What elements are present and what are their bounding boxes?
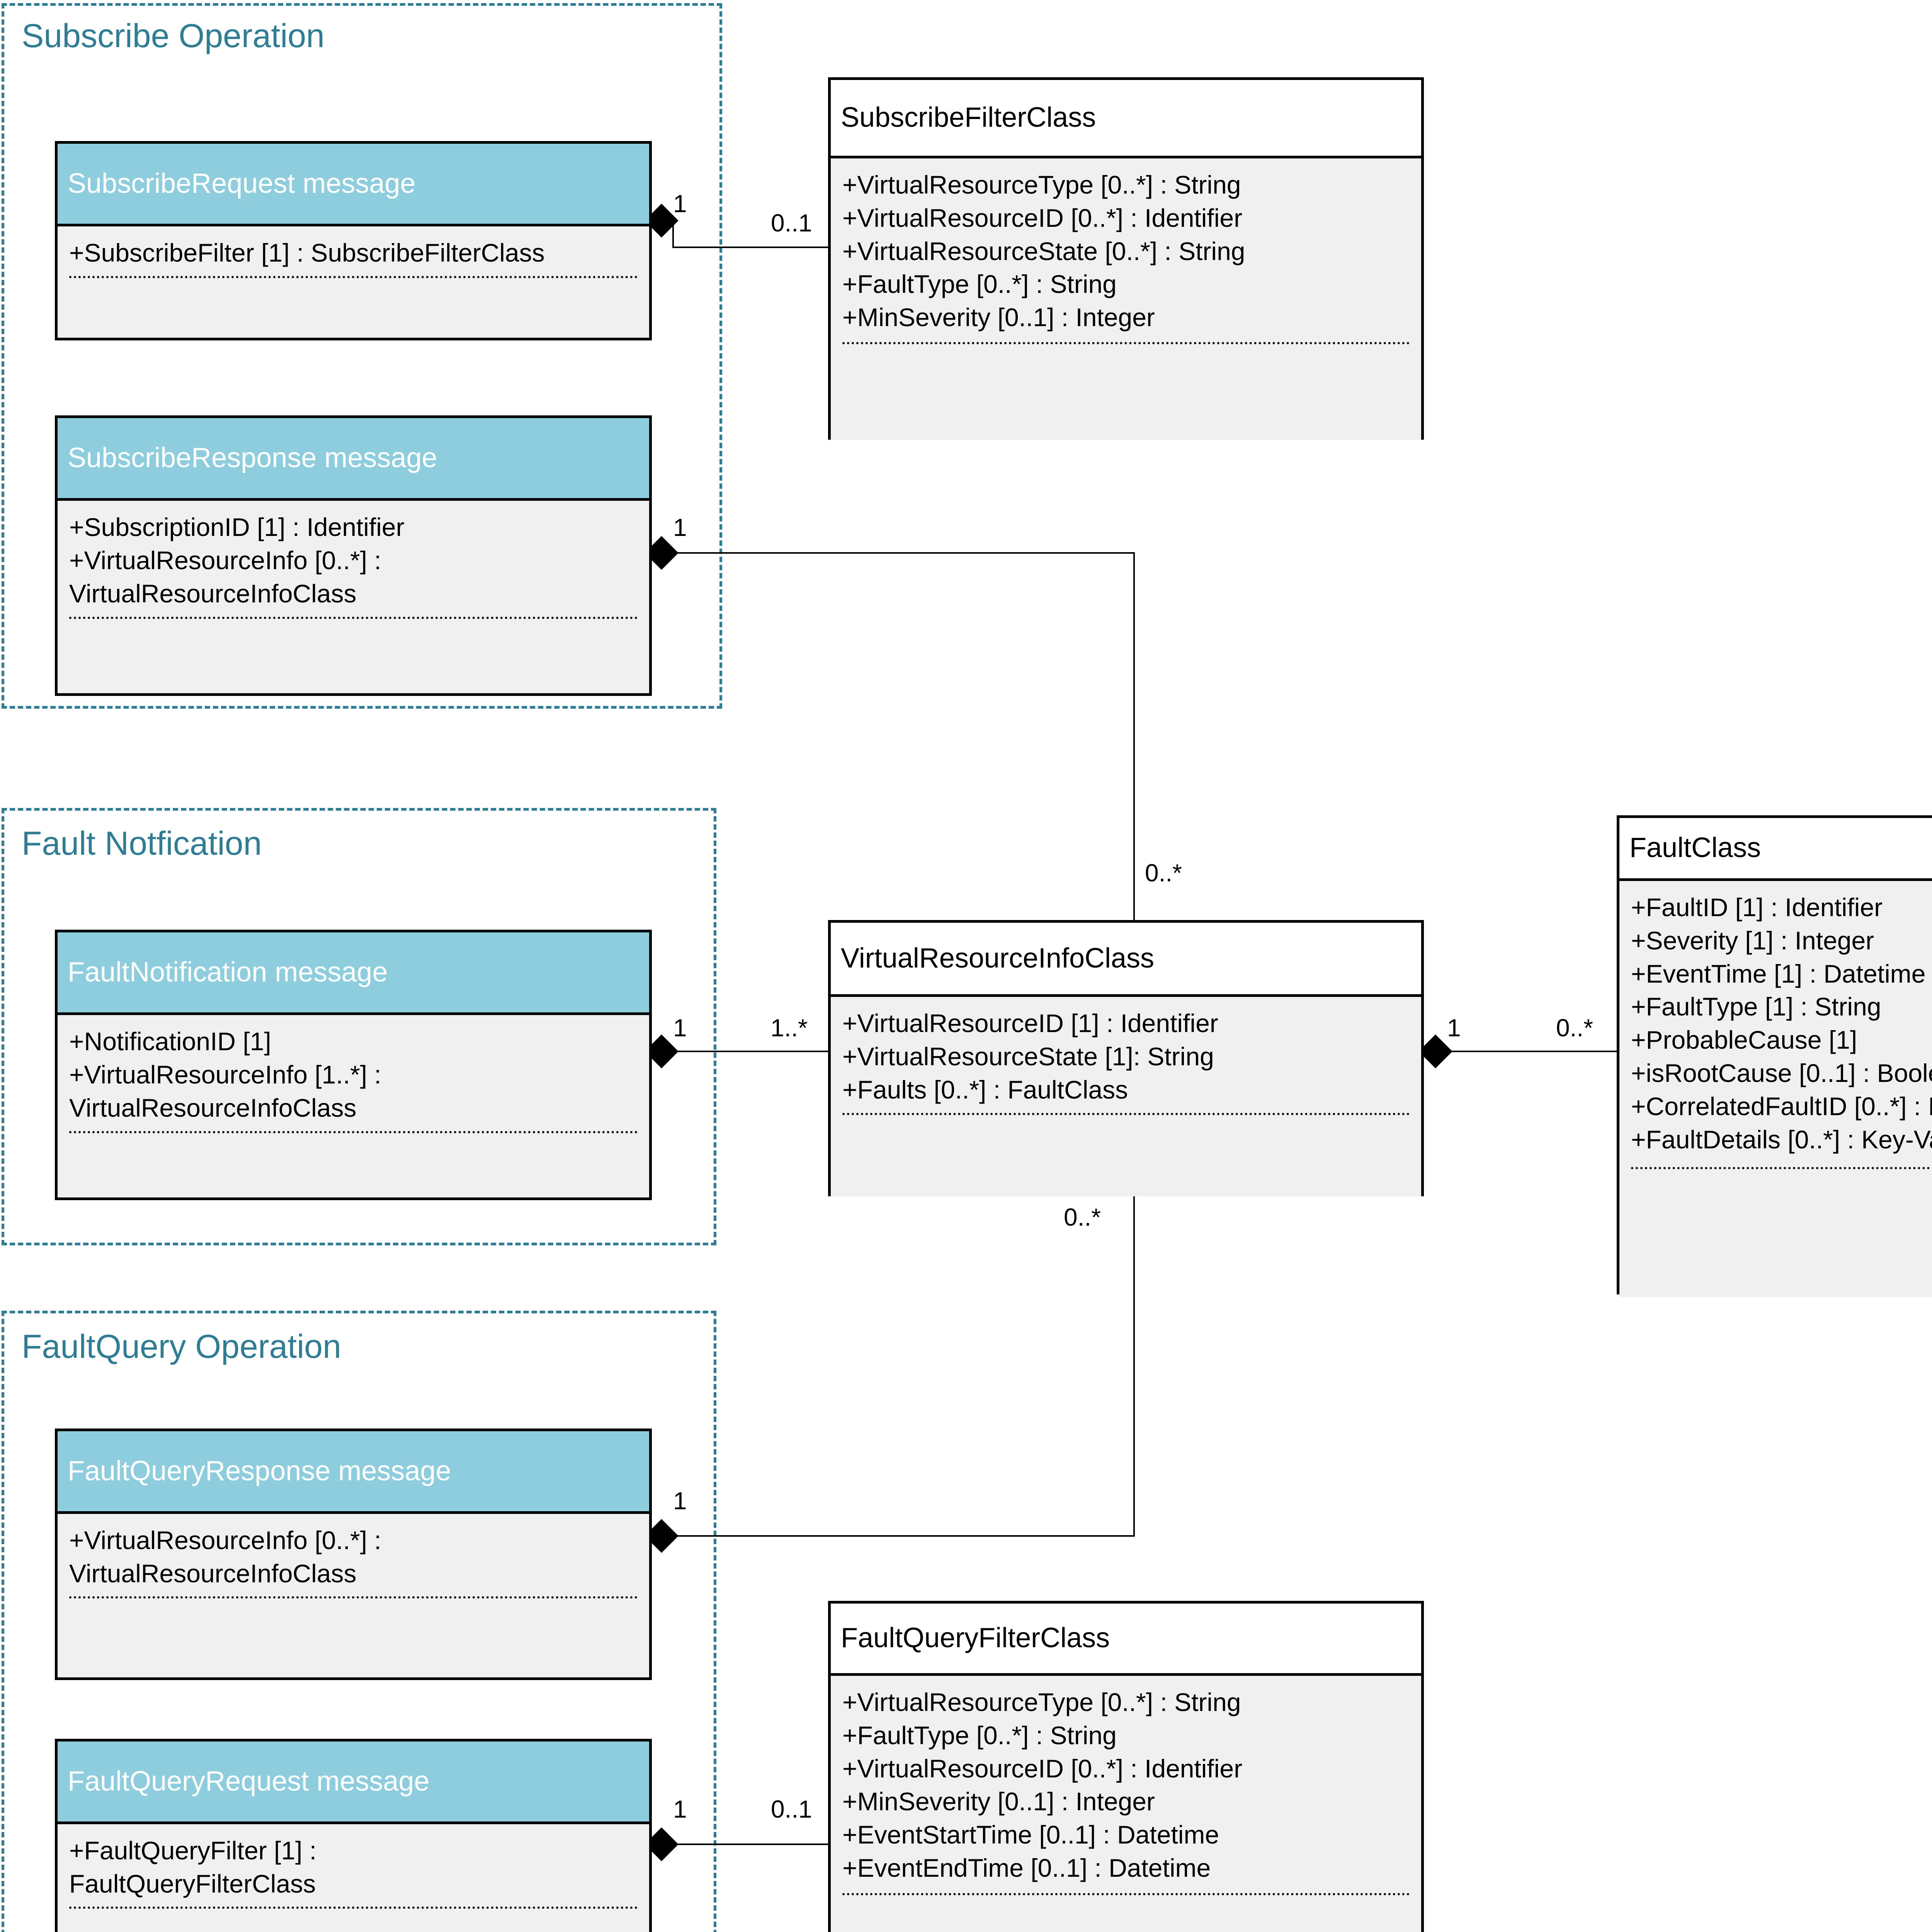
attribute-row: VirtualResourceInfoClass bbox=[69, 579, 357, 608]
multiplicity-assoc5-target: 0..* bbox=[1064, 1203, 1101, 1231]
multiplicity-assoc2-target: 0..* bbox=[1145, 859, 1182, 887]
multiplicity-assoc5-source: 1 bbox=[673, 1487, 687, 1515]
uml-box-subscribe-response[interactable]: SubscribeResponse message +SubscriptionI… bbox=[55, 415, 652, 696]
attribute-row: +VirtualResourceID [1] : Identifier bbox=[842, 1009, 1218, 1037]
attribute-row: +VirtualResourceID [0..*] : Identifier bbox=[842, 203, 1243, 232]
uml-box-fault-notification[interactable]: FaultNotification message +NotificationI… bbox=[55, 930, 652, 1200]
connector-assoc1-vertical bbox=[672, 220, 674, 247]
attribute-row: +VirtualResourceInfo [0..*] : bbox=[69, 1526, 381, 1554]
attribute-row: +MinSeverity [0..1] : Integer bbox=[842, 1787, 1155, 1816]
uml-body-subscribe-filter-class: +VirtualResourceType [0..*] : String +Vi… bbox=[831, 158, 1421, 440]
attribute-row: +FaultDetails [0..*] : Key-Value pairs bbox=[1631, 1125, 1932, 1154]
uml-header-virtual-resource-info-class: VirtualResourceInfoClass bbox=[831, 923, 1421, 997]
connector-assoc3-horizontal bbox=[672, 1051, 828, 1052]
compartment-separator bbox=[69, 276, 638, 278]
compartment-separator bbox=[69, 1596, 638, 1599]
compartment-separator bbox=[69, 1906, 638, 1909]
uml-header-fault-query-request: FaultQueryRequest message bbox=[58, 1742, 649, 1824]
multiplicity-assoc2-source: 1 bbox=[673, 514, 687, 541]
uml-body-fault-query-response: +VirtualResourceInfo [0..*] : VirtualRes… bbox=[58, 1514, 649, 1677]
connector-assoc1-horizontal bbox=[672, 247, 828, 248]
compartment-separator bbox=[842, 342, 1410, 344]
compartment-separator bbox=[842, 1113, 1410, 1115]
uml-box-fault-query-request[interactable]: FaultQueryRequest message +FaultQueryFil… bbox=[55, 1739, 652, 1932]
package-faultquery-operation bbox=[2, 1311, 716, 1932]
connector-assoc5-vertical bbox=[1133, 1196, 1135, 1536]
connector-assoc5-horizontal bbox=[672, 1535, 1135, 1537]
attribute-row: +FaultType [1] : String bbox=[1631, 992, 1881, 1021]
compartment-separator bbox=[1631, 1167, 1932, 1169]
attribute-row: +FaultID [1] : Identifier bbox=[1631, 893, 1883, 922]
attribute-row: +Severity [1] : Integer bbox=[1631, 926, 1874, 955]
uml-box-fault-query-filter-class[interactable]: FaultQueryFilterClass +VirtualResourceTy… bbox=[828, 1601, 1424, 1932]
attribute-row: +VirtualResourceInfo [1..*] : bbox=[69, 1060, 381, 1089]
multiplicity-assoc3-target: 1..* bbox=[770, 1014, 808, 1042]
multiplicity-assoc6-target: 0..1 bbox=[771, 1795, 812, 1823]
attribute-row: +EventEndTime [0..1] : Datetime bbox=[842, 1853, 1211, 1882]
connector-assoc2-horizontal bbox=[672, 552, 1135, 554]
uml-body-fault-query-request: +FaultQueryFilter [1] : FaultQueryFilter… bbox=[58, 1824, 649, 1932]
uml-body-fault-class: +FaultID [1] : Identifier +Severity [1] … bbox=[1619, 881, 1932, 1297]
attribute-row: +EventStartTime [0..1] : Datetime bbox=[842, 1820, 1219, 1849]
multiplicity-assoc1-target: 0..1 bbox=[771, 209, 812, 237]
uml-header-fault-query-filter-class: FaultQueryFilterClass bbox=[831, 1604, 1421, 1676]
attribute-row: +FaultType [0..*] : String bbox=[842, 270, 1117, 299]
package-fault-notification bbox=[2, 808, 716, 1245]
attribute-row: +VirtualResourceType [0..*] : String bbox=[842, 1688, 1241, 1716]
compartment-separator bbox=[69, 1131, 638, 1133]
attribute-row: +Faults [0..*] : FaultClass bbox=[842, 1075, 1128, 1104]
attribute-row: +FaultQueryFilter [1] : bbox=[69, 1836, 317, 1865]
attribute-row: +ProbableCause [1] bbox=[1631, 1026, 1857, 1054]
package-subscribe-operation bbox=[2, 3, 722, 709]
connector-assoc4-horizontal bbox=[1447, 1051, 1617, 1052]
attribute-row: +VirtualResourceType [0..*] : String bbox=[842, 170, 1241, 199]
multiplicity-assoc3-source: 1 bbox=[673, 1014, 687, 1042]
uml-header-fault-notification: FaultNotification message bbox=[58, 932, 649, 1015]
compartment-separator bbox=[69, 617, 638, 619]
uml-body-fault-query-filter-class: +VirtualResourceType [0..*] : String +Fa… bbox=[831, 1676, 1421, 1932]
uml-header-subscribe-request: SubscribeRequest message bbox=[58, 144, 649, 226]
attribute-row: +EventTime [1] : Datetime bbox=[1631, 959, 1926, 988]
attribute-row: +SubscriptionID [1] : Identifier bbox=[69, 513, 405, 541]
package-title-faultquery-operation: FaultQuery Operation bbox=[22, 1328, 341, 1365]
package-title-fault-notification: Fault Notfication bbox=[22, 825, 262, 862]
attribute-row: FaultQueryFilterClass bbox=[69, 1869, 316, 1898]
attribute-row: +VirtualResourceInfo [0..*] : bbox=[69, 546, 381, 575]
uml-box-fault-query-response[interactable]: FaultQueryResponse message +VirtualResou… bbox=[55, 1429, 652, 1680]
package-title-subscribe-operation: Subscribe Operation bbox=[22, 17, 325, 54]
uml-header-fault-query-response: FaultQueryResponse message bbox=[58, 1431, 649, 1514]
uml-box-fault-class[interactable]: FaultClass +FaultID [1] : Identifier +Se… bbox=[1617, 815, 1932, 1297]
attribute-row: VirtualResourceInfoClass bbox=[69, 1559, 357, 1588]
attribute-row: +MinSeverity [0..1] : Integer bbox=[842, 303, 1155, 332]
attribute-row: +CorrelatedFaultID [0..*] : Identifier bbox=[1631, 1092, 1932, 1121]
compartment-separator bbox=[842, 1893, 1410, 1895]
uml-body-fault-notification: +NotificationID [1] +VirtualResourceInfo… bbox=[58, 1015, 649, 1197]
uml-header-subscribe-response: SubscribeResponse message bbox=[58, 418, 649, 501]
attribute-row: +NotificationID [1] bbox=[69, 1027, 271, 1056]
uml-header-fault-class: FaultClass bbox=[1619, 818, 1932, 881]
attribute-row: VirtualResourceInfoClass bbox=[69, 1093, 357, 1122]
uml-box-virtual-resource-info-class[interactable]: VirtualResourceInfoClass +VirtualResourc… bbox=[828, 920, 1424, 1196]
uml-body-virtual-resource-info-class: +VirtualResourceID [1] : Identifier +Vir… bbox=[831, 997, 1421, 1196]
multiplicity-assoc4-source: 1 bbox=[1447, 1014, 1461, 1042]
attribute-row: +VirtualResourceState [0..*] : String bbox=[842, 236, 1245, 265]
uml-box-subscribe-filter-class[interactable]: SubscribeFilterClass +VirtualResourceTyp… bbox=[828, 77, 1424, 440]
multiplicity-assoc4-target: 0..* bbox=[1556, 1014, 1594, 1042]
attribute-row: +SubscribeFilter [1] : SubscribeFilterCl… bbox=[69, 238, 545, 267]
uml-body-subscribe-request: +SubscribeFilter [1] : SubscribeFilterCl… bbox=[58, 226, 649, 338]
connector-assoc6-horizontal bbox=[672, 1844, 828, 1845]
attribute-row: +FaultType [0..*] : String bbox=[842, 1721, 1117, 1750]
attribute-row: +VirtualResourceID [0..*] : Identifier bbox=[842, 1754, 1243, 1783]
attribute-row: +isRootCause [0..1] : Boolean bbox=[1631, 1058, 1932, 1087]
uml-box-subscribe-request[interactable]: SubscribeRequest message +SubscribeFilte… bbox=[55, 141, 652, 340]
attribute-row: +VirtualResourceState [1]: String bbox=[842, 1042, 1214, 1071]
uml-body-subscribe-response: +SubscriptionID [1] : Identifier +Virtua… bbox=[58, 501, 649, 693]
multiplicity-assoc6-source: 1 bbox=[673, 1795, 687, 1823]
uml-header-subscribe-filter-class: SubscribeFilterClass bbox=[831, 80, 1421, 158]
connector-assoc2-vertical bbox=[1133, 552, 1135, 920]
multiplicity-assoc1-source: 1 bbox=[673, 190, 687, 218]
